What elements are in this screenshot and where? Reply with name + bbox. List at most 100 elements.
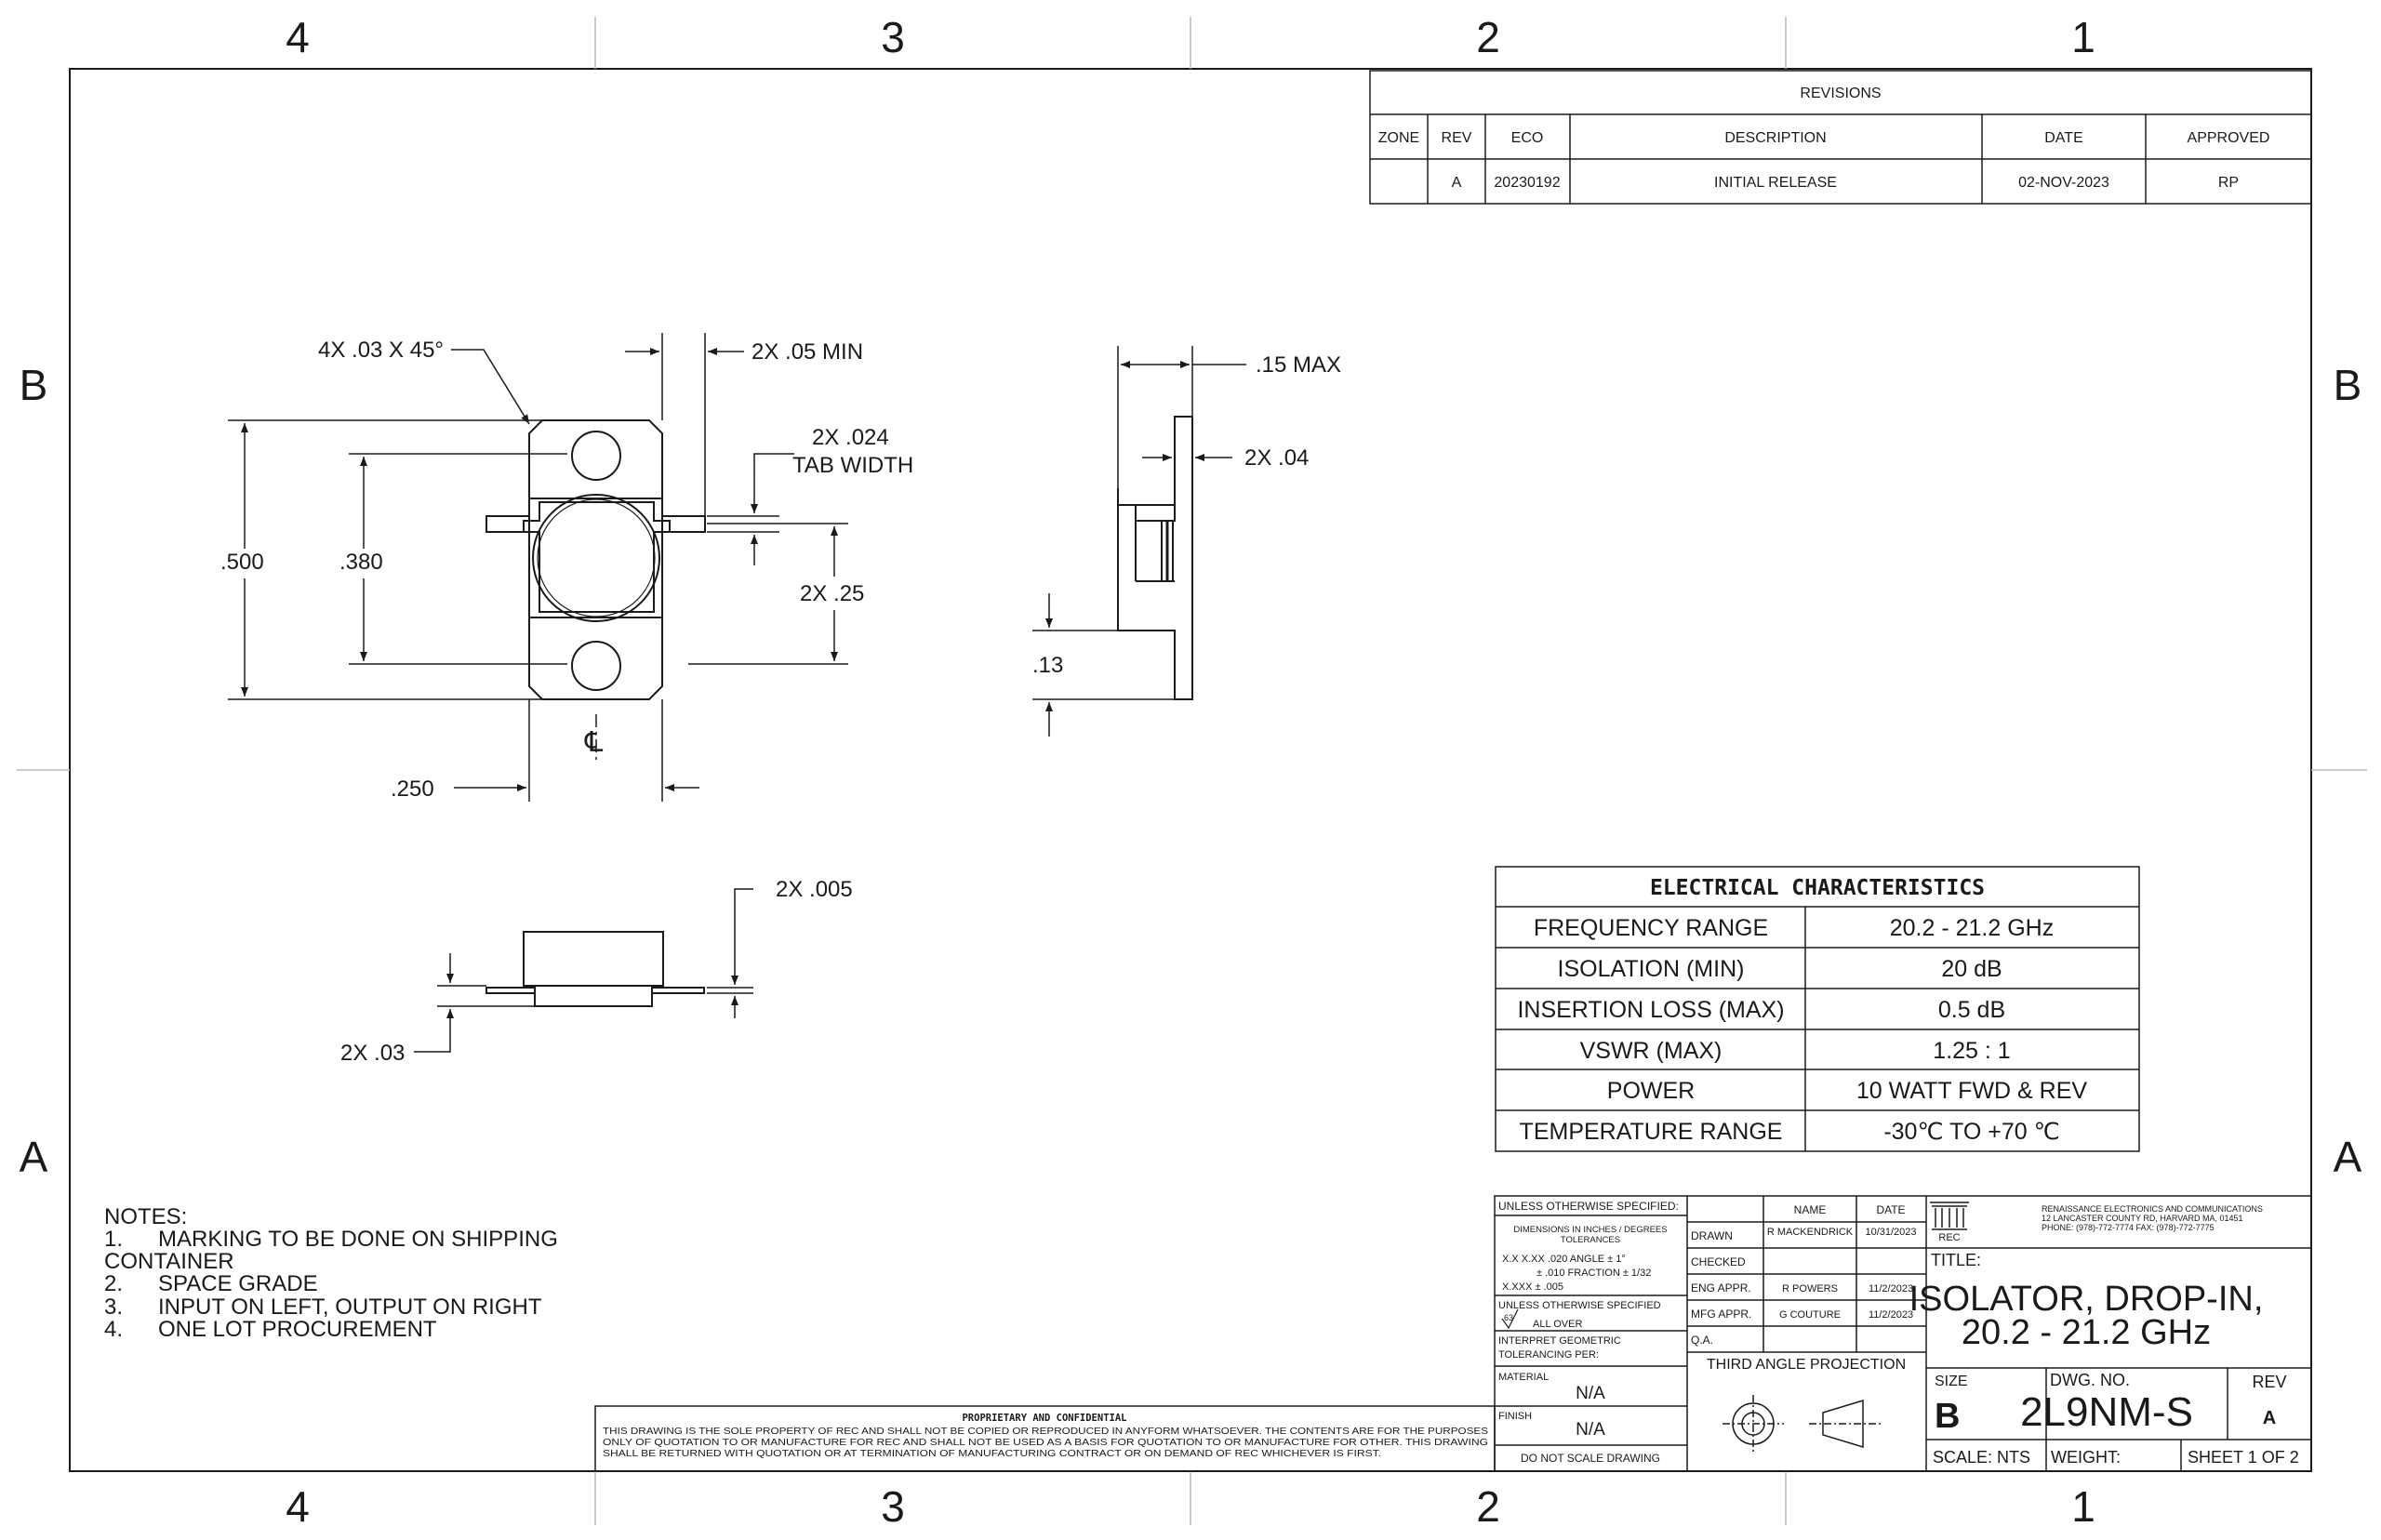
zone-row-label: A (20, 1133, 48, 1181)
logo-text: REC (1938, 1232, 1960, 1243)
body-outline (528, 419, 663, 700)
dwg-no-label: DWG. NO. (2050, 1371, 2130, 1389)
material-label: MATERIAL (1498, 1372, 1549, 1383)
elec-label: POWER (1607, 1078, 1695, 1104)
rev-value: A (2263, 1408, 2276, 1428)
elec-value: 20 dB (1941, 956, 2002, 982)
note-number: 2. (104, 1271, 123, 1296)
signoff-date: 10/31/2023 (1865, 1227, 1916, 1238)
signoff-role: ENG APPR. (1691, 1281, 1751, 1294)
third-angle-projection-icon (1723, 1395, 1883, 1453)
unless-specified: UNLESS OTHERWISE SPECIFIED: (1498, 1200, 1679, 1213)
dims-note: DIMENSIONS IN INCHES / DEGREES (1513, 1225, 1667, 1235)
do-not-scale: DO NOT SCALE DRAWING (1521, 1452, 1660, 1465)
dim-tab-height: .13 (1032, 653, 1063, 678)
finish-value: N/A (1576, 1420, 1605, 1440)
geometric-note: INTERPRET GEOMETRIC (1498, 1335, 1621, 1347)
note-text: ONE LOT PROCUREMENT (158, 1317, 437, 1342)
zone-row-label: A (2334, 1133, 2362, 1181)
dim-flange-thickness: 2X .04 (1244, 445, 1309, 471)
notes: NOTES: 1. MARKING TO BE DONE ON SHIPPING… (104, 1204, 558, 1342)
note-text: INPUT ON LEFT, OUTPUT ON RIGHT (158, 1294, 542, 1320)
rev-col-header: APPROVED (2188, 130, 2270, 146)
dim-tab-width: 2X .024 (812, 425, 889, 450)
ferrite-disc (532, 494, 660, 622)
rec-logo-icon (1930, 1201, 1969, 1230)
proprietary-notice: PROPRIETARY AND CONFIDENTIAL THIS DRAWIN… (594, 1405, 1496, 1472)
company-name: RENAISSANCE ELECTRONICS AND COMMUNICATIO… (2042, 1204, 2263, 1214)
front-view-dimension-labels: 2X .005 2X .03 (340, 877, 853, 1066)
zone-col-label: 1 (2071, 1482, 2095, 1531)
zone-col-label: 4 (286, 13, 310, 61)
note-text: SPACE GRADE (158, 1271, 318, 1296)
front-tab-left (486, 987, 536, 994)
zone-labels: 4 3 2 1 4 3 2 1 B B A A (20, 13, 2362, 1531)
elec-value: 20.2 - 21.2 GHz (1890, 915, 2054, 941)
dim-base-thickness: 2X .03 (340, 1041, 405, 1066)
revisions-table: REVISIONS ZONE REV ECO DESCRIPTION DATE … (1369, 70, 2312, 205)
tab-left (486, 515, 530, 533)
front-base (534, 985, 653, 1007)
elec-label: TEMPERATURE RANGE (1520, 1119, 1783, 1145)
zone-col-label: 3 (881, 13, 905, 61)
finish-spec: UNLESS OTHERWISE SPECIFIED (1498, 1300, 1661, 1311)
dims-note: TOLERANCES (1561, 1235, 1620, 1245)
proprietary-line: THIS DRAWING IS THE SOLE PROPERTY OF REC… (603, 1427, 1488, 1437)
rev-label: REV (2252, 1373, 2286, 1391)
side-view (1117, 416, 1193, 700)
weight: WEIGHT: (2051, 1448, 2121, 1467)
date-header: DATE (1876, 1203, 1905, 1216)
name-header: NAME (1794, 1203, 1827, 1216)
zone-col-label: 2 (1476, 13, 1500, 61)
front-body (523, 931, 664, 987)
electrical-title: ELECTRICAL CHARACTERISTICS (1650, 876, 1985, 900)
company-phone: PHONE: (978)-772-7774 FAX: (978)-772-777… (2042, 1223, 2215, 1232)
rev-col-header: DESCRIPTION (1724, 130, 1826, 146)
zone-row-label: B (2334, 361, 2362, 409)
signoff-role: MFG APPR. (1691, 1308, 1751, 1321)
signoff-name: R POWERS (1782, 1283, 1838, 1294)
front-tab-right (651, 987, 705, 994)
proprietary-line: ONLY OF QUOTATION TO OR MANUFACTURE FOR … (603, 1438, 1488, 1448)
rev-col-header: ZONE (1378, 130, 1419, 146)
revisions-title: REVISIONS (1800, 86, 1881, 101)
rev-col-header: ECO (1511, 130, 1544, 146)
elec-label: INSERTION LOSS (MAX) (1517, 997, 1784, 1023)
front-view (486, 931, 705, 1007)
dim-tab-thickness: 2X .005 (776, 877, 853, 902)
dim-side-max: .15 MAX (1256, 352, 1341, 378)
finish-all-over: ALL OVER (1533, 1319, 1582, 1330)
zone-col-label: 4 (286, 1482, 310, 1531)
signoff-date: 11/2/2023 (1869, 1283, 1913, 1294)
tolerance-line: ± .010 FRACTION ± 1/32 (1536, 1268, 1651, 1279)
dim-chamfer: 4X .03 X 45° (318, 338, 444, 363)
company-address: 12 LANCASTER COUNTY RD, HARVARD MA, 0145… (2042, 1214, 2243, 1223)
signoff-role: Q.A. (1691, 1334, 1713, 1347)
finish-check-icon (1501, 1308, 1519, 1330)
elec-label: VSWR (MAX) (1580, 1038, 1723, 1064)
geometric-note: TOLERANCING PER: (1498, 1349, 1599, 1361)
dim-overall-height: .500 (220, 550, 264, 575)
signoff-name: G COUTURE (1779, 1309, 1841, 1321)
electrical-table: ELECTRICAL CHARACTERISTICS FREQUENCY RAN… (1495, 866, 2140, 1152)
note-number: 3. (104, 1294, 123, 1320)
size-value: B (1935, 1397, 1960, 1436)
size-label: SIZE (1935, 1374, 1968, 1389)
note-number: 4. (104, 1317, 123, 1342)
finish-symbol: 63 (1504, 1313, 1513, 1322)
title-label: TITLE: (1931, 1251, 1981, 1269)
side-tab (1135, 504, 1176, 522)
dwg-no-value: 2L9NM-S (2020, 1389, 2193, 1435)
side-view-dimension-labels: .15 MAX 2X .04 .13 (1032, 352, 1341, 678)
tolerance-line: X.XXX ± .005 (1502, 1281, 1563, 1293)
zone-row-label: B (20, 361, 48, 409)
note-text: CONTAINER (104, 1249, 234, 1274)
dim-hole-spacing: .380 (339, 550, 383, 575)
elec-value: -30℃ TO +70 ℃ (1883, 1119, 2059, 1145)
material-value: N/A (1576, 1384, 1605, 1403)
rev-cell: INITIAL RELEASE (1714, 175, 1837, 191)
side-body (1117, 416, 1193, 700)
signoff-role: DRAWN (1691, 1229, 1733, 1242)
top-view-dimension-labels: 4X .03 X 45° 2X .05 MIN 2X .024 TAB WIDT… (220, 338, 913, 802)
